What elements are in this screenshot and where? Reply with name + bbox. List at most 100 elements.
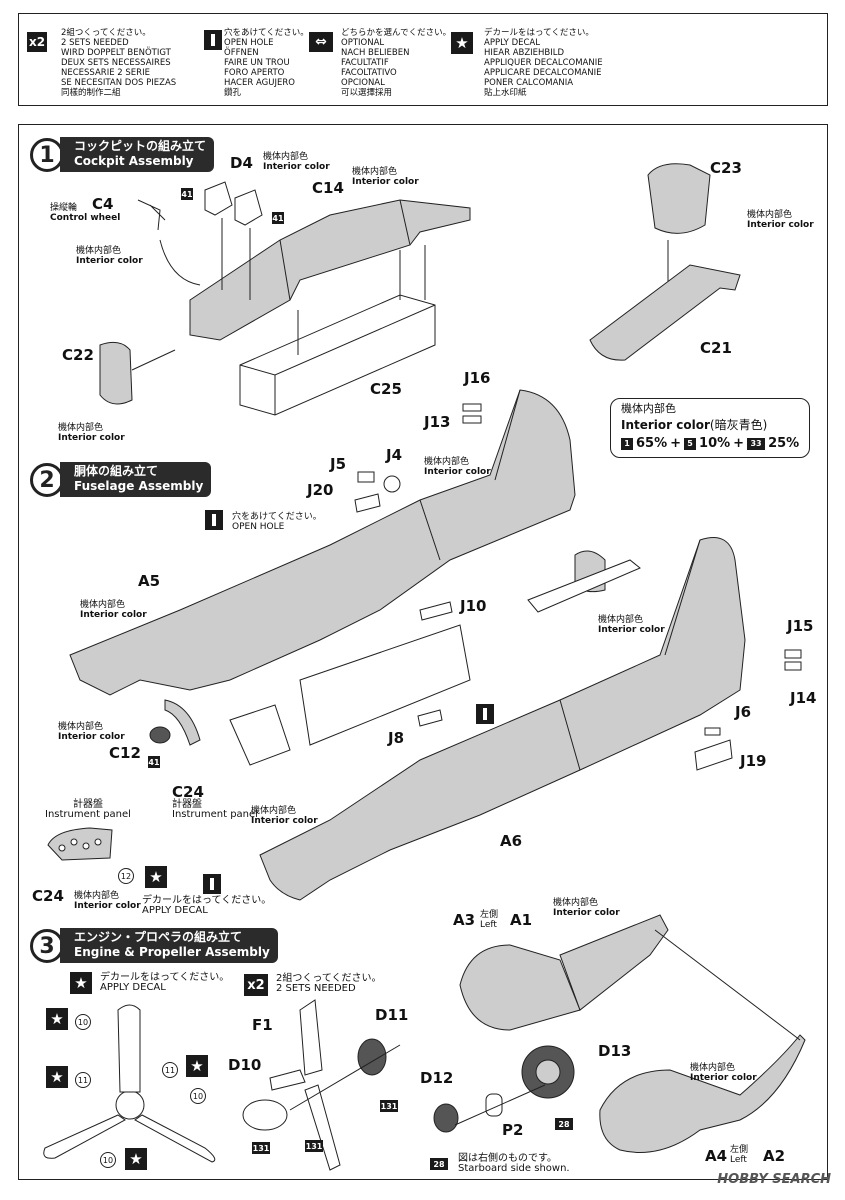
paint-number-11-right: 11	[162, 1062, 178, 1078]
part-label-j20: J20	[307, 481, 334, 499]
part-label-j5: J5	[330, 455, 347, 473]
spinner-d10	[242, 1099, 288, 1131]
part-label-a3: A3	[453, 911, 476, 929]
legend-decal-text: デカールをはってください。 APPLY DECAL HIEAR ABZIEHBI…	[484, 28, 603, 98]
part-label-d11: D11	[375, 1006, 409, 1024]
step-3-number: 3	[30, 929, 64, 963]
paint-number-28-d13: 28	[555, 1118, 573, 1130]
hobby-search-watermark: HOBBY SEARCH	[717, 1172, 831, 1187]
paint-number-10-bottom: 10	[100, 1152, 116, 1168]
paint-number-10-top: 10	[75, 1014, 91, 1030]
part-label-d12: D12	[420, 1069, 454, 1087]
paint-number-11-left: 11	[75, 1072, 91, 1088]
part-j15-shape	[784, 649, 802, 659]
part-label-c21: C21	[700, 339, 732, 357]
cowling-a3-a1	[459, 944, 581, 1031]
open-hole-icon-nose	[203, 874, 221, 894]
part-label-a4: A4	[705, 1147, 728, 1165]
legend-box: x2 2組つくってください。 2 SETS NEEDED WIRD DOPPEL…	[18, 13, 828, 106]
part-label-j16: J16	[464, 369, 491, 387]
optional-arrows-icon: ⇔	[309, 32, 333, 52]
seat-left	[204, 181, 233, 216]
mix-color-en: Interior color(暗灰青色)	[621, 418, 768, 432]
part-label-a5: A5	[138, 572, 161, 590]
blade-decal-star-left: ★	[46, 1066, 68, 1088]
part-label-p2: P2	[502, 1121, 524, 1139]
step-2-title-en: Fuselage Assembly	[74, 479, 204, 493]
bulkhead-c22	[99, 341, 133, 405]
part-label-d10: D10	[228, 1056, 262, 1074]
f1-blade-left	[269, 1069, 306, 1091]
floor-c21	[589, 264, 741, 361]
part-label-a1: A1	[510, 911, 533, 929]
paint-number-28-d12: 28	[430, 1158, 448, 1170]
paint-number-41-seat-left: 41	[181, 188, 193, 200]
part-j20-shape	[354, 493, 381, 513]
legend-optional-text: どちらかを選んでください。 OPTIONAL NACH BELIEBEN FAC…	[341, 28, 452, 98]
step-1-title-en: Cockpit Assembly	[74, 154, 194, 168]
part-d12-shape	[433, 1103, 459, 1133]
fuselage-half-a5	[69, 389, 576, 696]
part-label-c4: C4	[92, 195, 114, 213]
part-j8-shape	[417, 709, 443, 727]
two-sets-icon: x2	[27, 32, 47, 52]
part-label-j8: J8	[388, 729, 405, 747]
mix-color-jp: 機体内部色	[621, 402, 676, 415]
part-label-j19: J19	[740, 752, 767, 770]
propeller-blade-top	[117, 1004, 141, 1093]
apply-decal-note-panel: デカールをはってください。APPLY DECAL	[142, 895, 272, 916]
part-label-j6: J6	[735, 703, 752, 721]
step-3-title-jp: エンジン・プロペラの組み立て	[74, 930, 243, 944]
part-label-j4: J4	[386, 446, 403, 464]
part-label-c12: C12	[109, 744, 141, 762]
paint-number-41-seat-right: 41	[272, 212, 284, 224]
step-2-title-jp: 胴体の組み立て	[74, 464, 159, 478]
open-hole-icon	[204, 30, 222, 50]
part-label-d13: D13	[598, 1042, 632, 1060]
part-label-a2: A2	[763, 1147, 786, 1165]
part-c12-shape	[149, 726, 171, 744]
part-label-d4: D4	[230, 154, 253, 172]
paint-number-131-f1: 131	[305, 1140, 323, 1152]
blade-decal-star-right: ★	[186, 1055, 208, 1077]
legend-two-sets-text: 2組つくってください。 2 SETS NEEDED WIRD DOPPELT B…	[61, 28, 177, 98]
part-label-j14: J14	[790, 689, 817, 707]
instrument-decal-star-icon: ★	[145, 866, 167, 888]
open-hole-icon-a6	[476, 704, 494, 724]
two-sets-note: 2組つくってください。2 SETS NEEDED	[276, 973, 382, 994]
part-label-j10: J10	[460, 597, 487, 615]
blade-decal-star-bottom: ★	[125, 1148, 147, 1170]
propeller-decal-star-icon: ★	[70, 972, 92, 994]
part-label-j13: J13	[424, 413, 451, 431]
seat-right	[234, 189, 263, 226]
part-label-c14: C14	[312, 179, 344, 197]
step-3-title-en: Engine & Propeller Assembly	[74, 945, 270, 959]
part-label-c23: C23	[710, 159, 742, 177]
step-2-number: 2	[30, 463, 64, 497]
part-label-c24-b: C24	[32, 887, 64, 905]
part-label-c22: C22	[62, 346, 94, 364]
part-c24-shape	[164, 699, 201, 746]
propeller-hub	[115, 1090, 145, 1120]
part-label-c24-a: C24	[172, 783, 204, 801]
part-j4-shape	[383, 475, 401, 493]
part-j6-shape	[704, 727, 721, 736]
part-j16-shape	[462, 403, 482, 412]
part-p2-shape	[485, 1093, 503, 1117]
part-j13-shape	[462, 415, 482, 424]
paint-number-12: 12	[118, 868, 134, 884]
step-1-title-jp: コックピットの組み立て	[74, 139, 207, 153]
